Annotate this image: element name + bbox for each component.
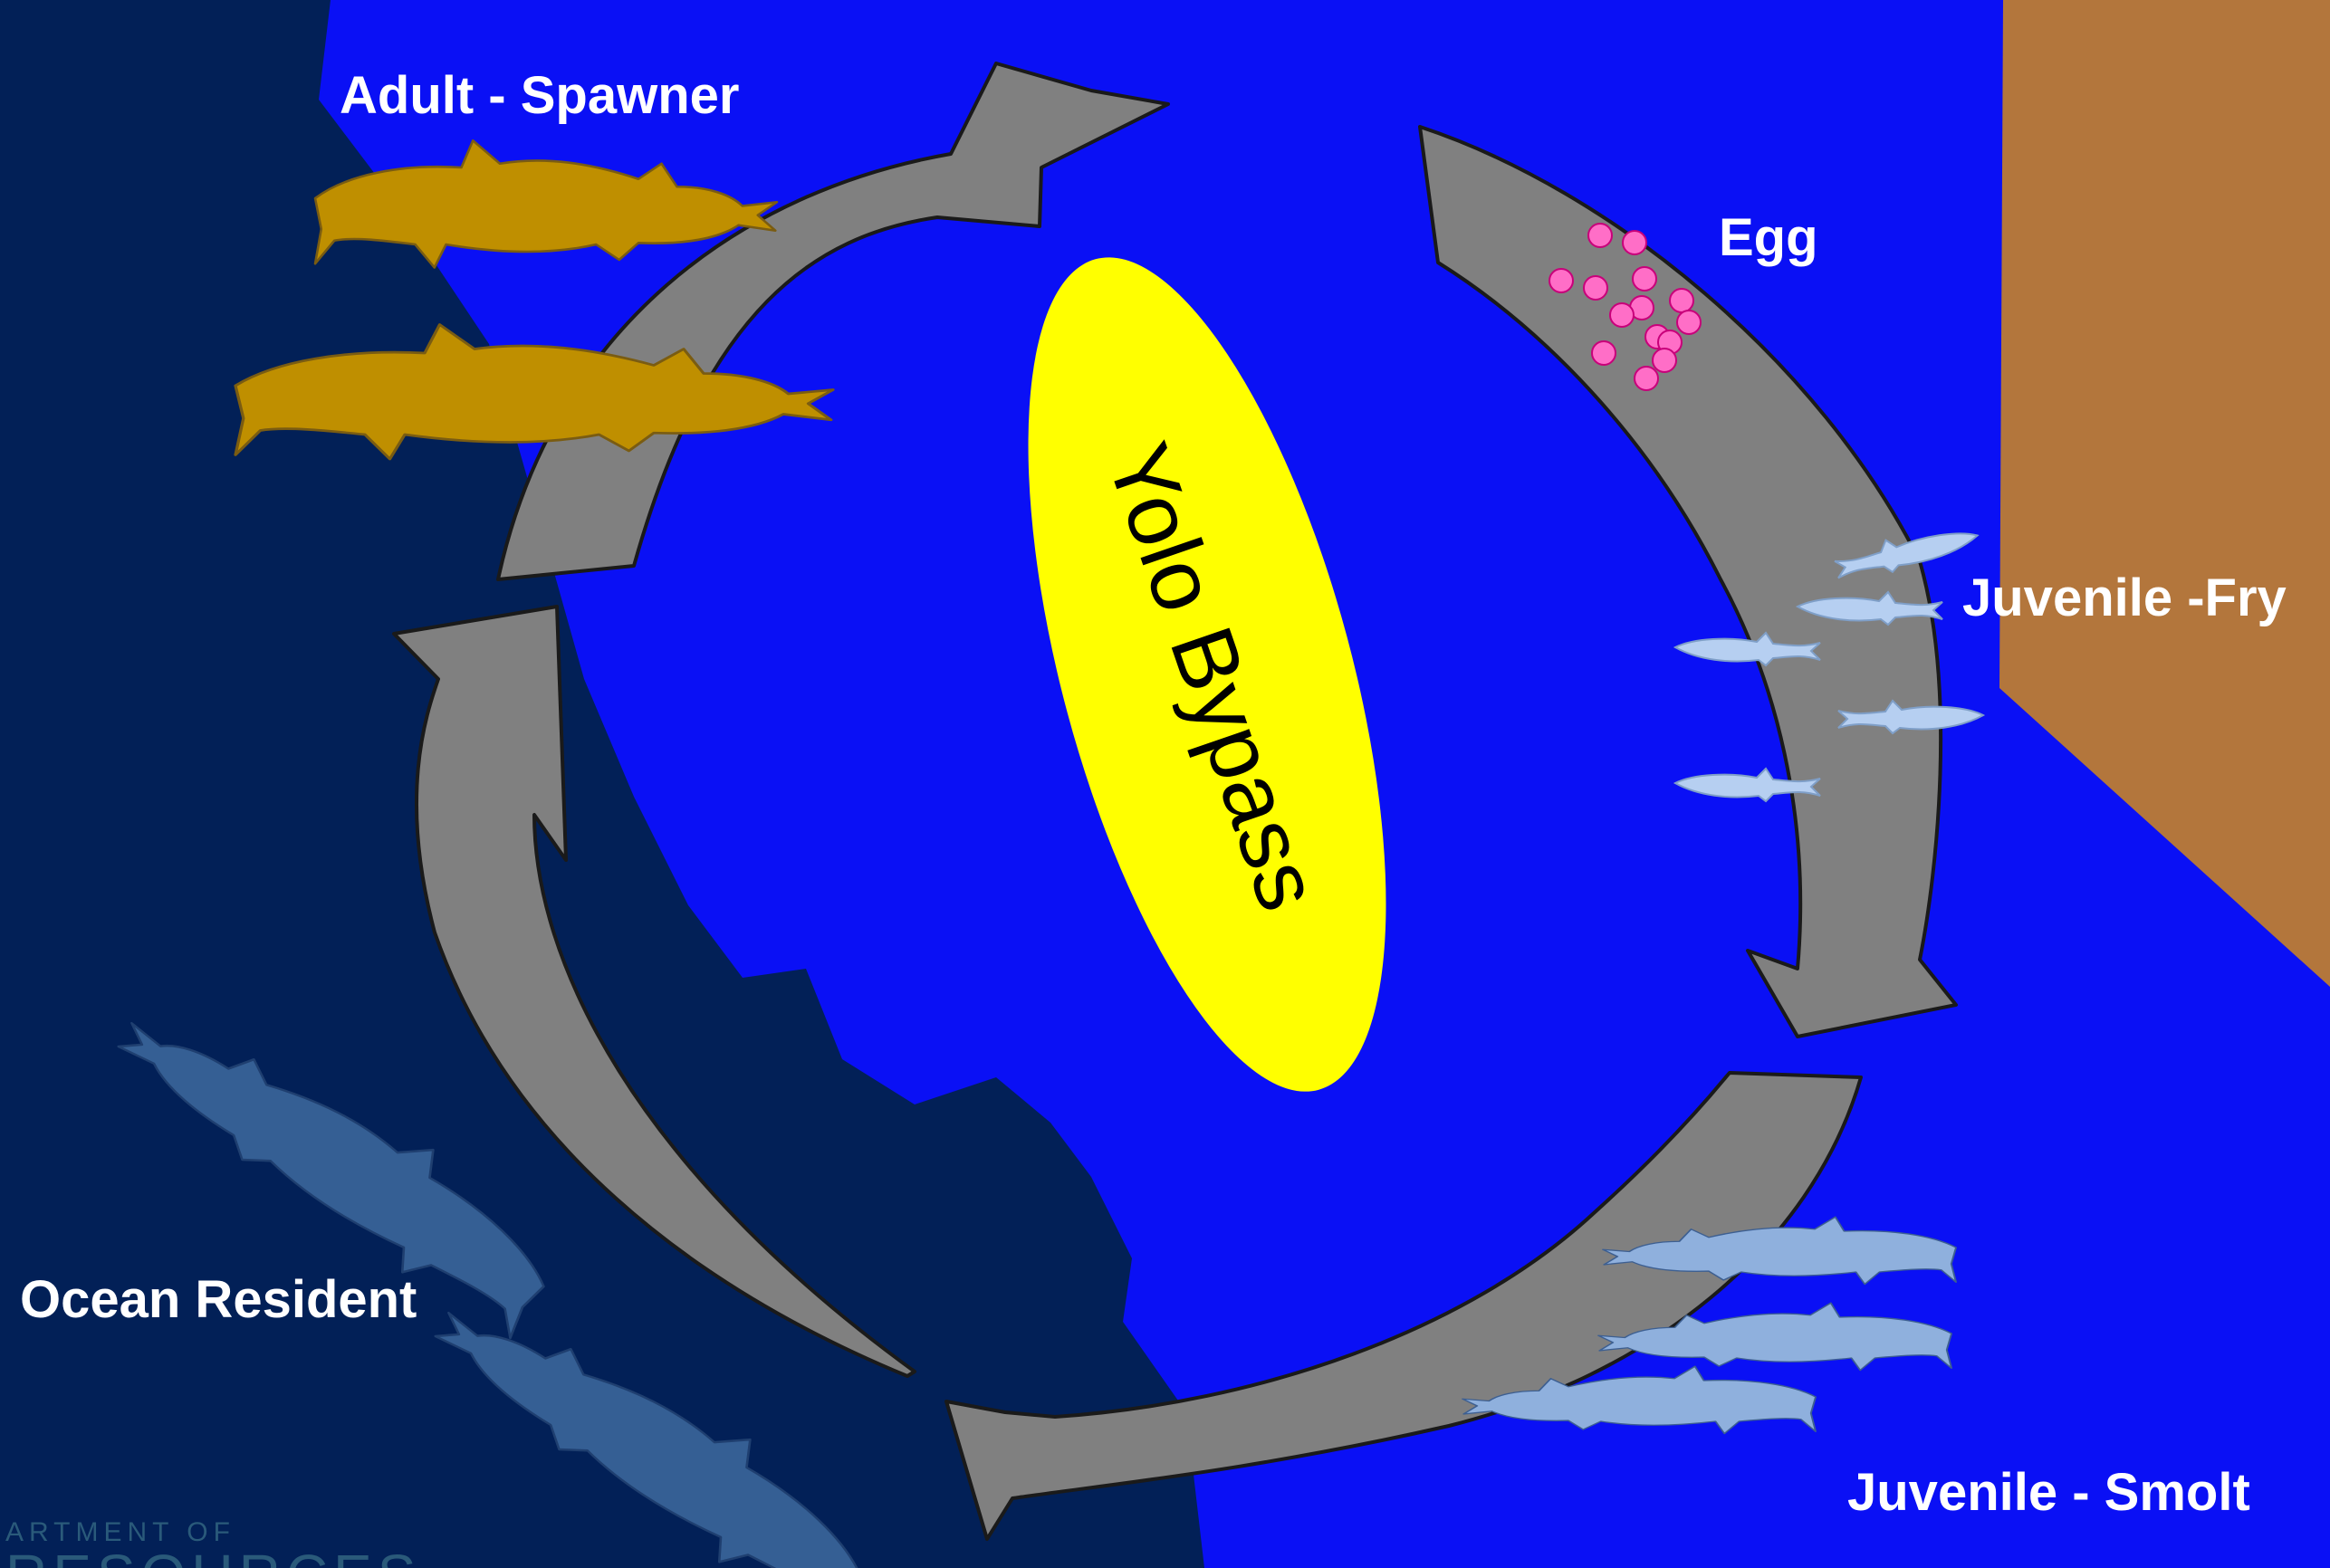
- label-egg: Egg: [1719, 208, 1818, 267]
- egg-icon: [1623, 231, 1646, 254]
- egg-icon: [1592, 341, 1616, 365]
- label-juvenile-fry: Juvenile -Fry: [1962, 569, 2287, 627]
- egg-icon: [1677, 311, 1701, 334]
- egg-icon: [1588, 224, 1612, 247]
- label-juvenile-smolt: Juvenile - Smolt: [1847, 1463, 2250, 1522]
- agency-logo-line2: RESOURCES: [5, 1543, 421, 1568]
- egg-icon: [1635, 367, 1658, 390]
- egg-icon: [1653, 349, 1676, 372]
- egg-icon: [1584, 276, 1607, 300]
- label-adult-spawner: Adult - Spawner: [340, 66, 739, 125]
- egg-icon: [1549, 269, 1573, 292]
- label-ocean-resident: Ocean Resident: [20, 1270, 417, 1329]
- egg-icon: [1610, 303, 1634, 327]
- egg-icon: [1670, 289, 1693, 312]
- egg-icon: [1633, 267, 1656, 291]
